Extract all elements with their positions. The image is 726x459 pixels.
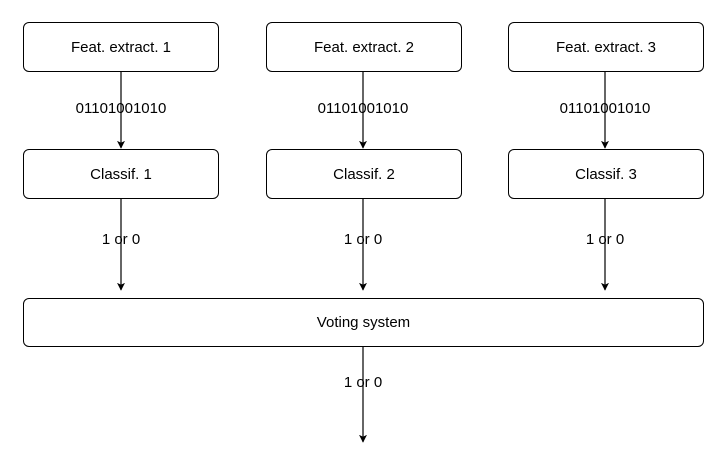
edge-label-bits-2: 01101001010 [317,100,409,117]
classifier-3-box: Classif. 3 [508,149,704,199]
feature-extractor-2-label: Feat. extract. 2 [313,38,415,56]
feature-extractor-3-label: Feat. extract. 3 [555,38,657,56]
feature-extractor-3-box: Feat. extract. 3 [508,22,704,72]
edge-label-vote-2: 1 or 0 [343,231,383,248]
edge-label-bits-3: 01101001010 [559,100,651,117]
classifier-1-box: Classif. 1 [23,149,219,199]
edge-label-final-output: 1 or 0 [343,374,383,391]
edge-label-vote-1: 1 or 0 [101,231,141,248]
voting-system-label: Voting system [316,314,411,331]
classifier-3-label: Classif. 3 [575,165,637,183]
feature-extractor-1-label: Feat. extract. 1 [70,38,172,56]
feature-extractor-1-box: Feat. extract. 1 [23,22,219,72]
voting-system-box: Voting system [23,298,704,347]
classifier-1-label: Classif. 1 [90,165,152,183]
feature-extractor-2-box: Feat. extract. 2 [266,22,462,72]
edge-label-vote-3: 1 or 0 [585,231,625,248]
edge-label-bits-1: 01101001010 [75,100,167,117]
classifier-2-label: Classif. 2 [333,165,395,183]
classifier-2-box: Classif. 2 [266,149,462,199]
